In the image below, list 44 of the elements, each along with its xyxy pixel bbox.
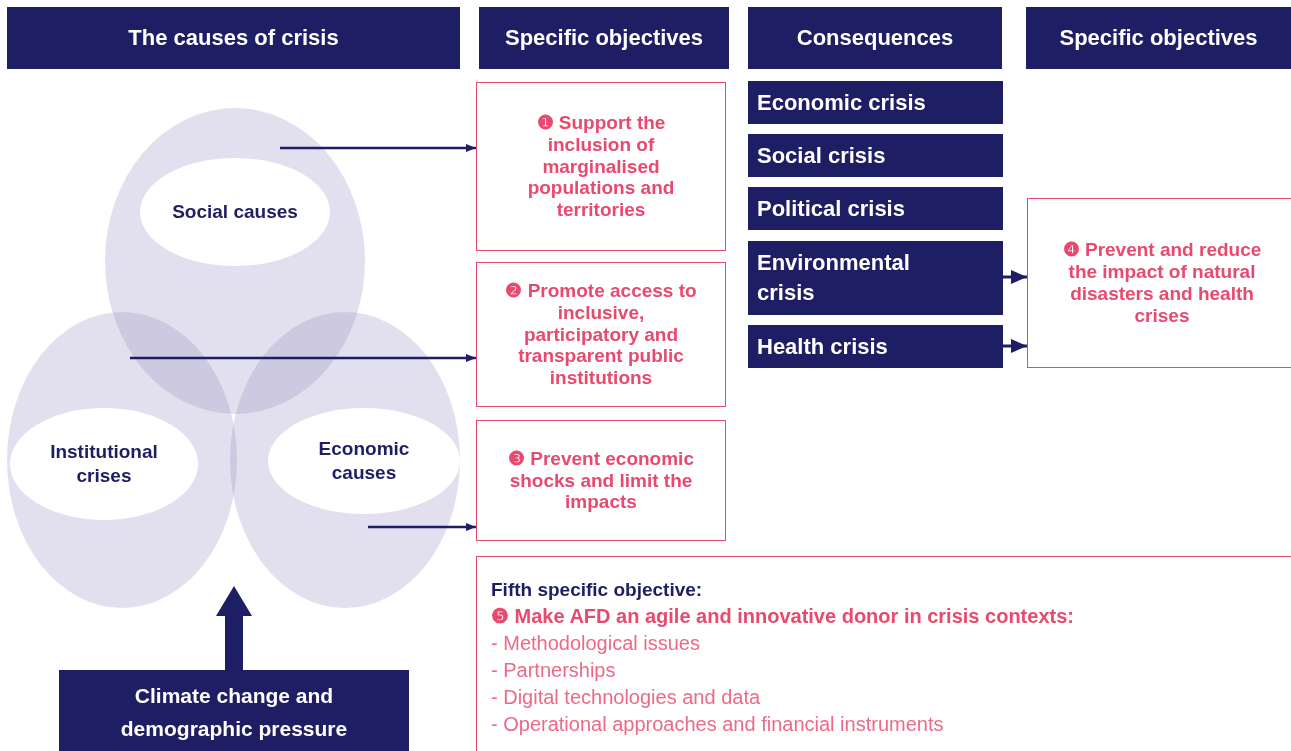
node-label: Political crisis — [757, 194, 906, 223]
column-heading: Specific objectives — [504, 25, 704, 51]
header-bar — [748, 7, 1002, 69]
arrow — [130, 354, 476, 362]
column-heading: Specific objectives — [1059, 25, 1258, 51]
node-label: Social crisis — [757, 141, 887, 170]
consequence-box — [748, 241, 1003, 315]
consequence-box — [748, 325, 1003, 368]
list-item: - Methodological issues — [491, 630, 701, 656]
node-label: Social causes — [172, 200, 298, 224]
header-bar — [1026, 7, 1291, 69]
header-bar — [479, 7, 729, 69]
objective-title: ❺ Make AFD an agile and innovative donor in crisis contexts: — [491, 603, 1075, 629]
objective-box — [476, 420, 726, 541]
node-label: Environmental crisis — [757, 249, 911, 307]
arrow — [1003, 339, 1027, 353]
node-label: ❹ Prevent and reduce the impact of natural disasters and health crises — [1061, 239, 1263, 327]
list-item: - Partnerships — [491, 657, 617, 683]
arrow — [280, 144, 476, 152]
node-label: ❶ Support the inclusion of marginalised populations and territories — [526, 111, 676, 222]
arrow — [1003, 270, 1027, 284]
objective-box — [476, 82, 726, 251]
header-bar — [7, 7, 460, 69]
arrow — [216, 586, 252, 670]
objective-box — [1027, 198, 1291, 368]
column-heading: Consequences — [796, 25, 954, 51]
pressure-box — [59, 670, 409, 751]
list-item: - Digital technologies and data — [491, 684, 762, 710]
node-label: ❸ Prevent economic shocks and limit the impacts — [507, 447, 695, 514]
column-heading: The causes of crisis — [128, 25, 339, 51]
node-label: Institutional crises — [49, 440, 159, 488]
node-label: ❷ Promote access to inclusive, participatory and transparent public institutions — [504, 279, 698, 390]
objective-heading: Fifth specific objective: — [491, 578, 704, 602]
consequence-box — [748, 81, 1003, 124]
node-label: Climate change and demographic pressure — [119, 682, 349, 742]
node-label: Economic crisis — [757, 88, 927, 117]
arrow — [368, 523, 476, 531]
objective-box — [476, 556, 1291, 751]
node-label: Economic causes — [317, 437, 411, 485]
objective-box — [476, 262, 726, 407]
consequence-box — [748, 134, 1003, 177]
node-label: Health crisis — [757, 332, 889, 361]
consequence-box — [748, 187, 1003, 230]
list-item: - Operational approaches and financial instruments — [491, 711, 945, 737]
